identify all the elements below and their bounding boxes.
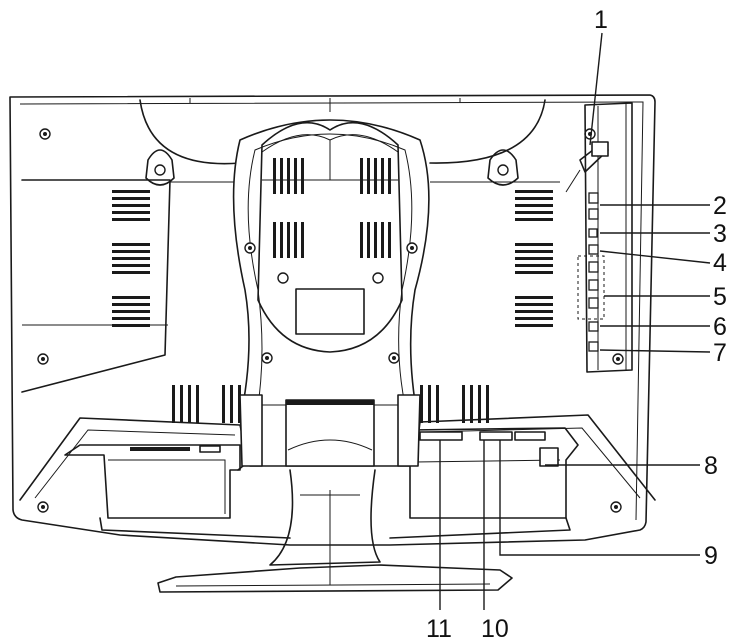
right-vent-grille-top [515, 190, 553, 221]
cabinet-screws [37, 128, 624, 513]
callout-labels: 1 2 3 4 5 6 7 8 9 10 11 [426, 6, 727, 643]
bottom-right-vents [420, 385, 489, 423]
port-2b [588, 208, 599, 220]
callout-7: 7 [713, 339, 727, 367]
callout-8: 8 [704, 452, 718, 480]
port-6 [588, 321, 599, 332]
callout-10: 10 [481, 615, 509, 643]
callout-6: 6 [713, 313, 727, 341]
port-5b [588, 279, 599, 291]
stand-neck [232, 119, 430, 467]
right-bottom-bay [389, 427, 579, 539]
callout-5: 5 [713, 283, 727, 311]
callout-3: 3 [713, 220, 727, 248]
left-panel [21, 179, 171, 393]
port-4 [588, 244, 599, 255]
right-vent-grille-middle [515, 243, 553, 274]
port-5c [588, 297, 599, 309]
port-7 [588, 341, 599, 352]
port-2a [588, 192, 599, 204]
port-3 [588, 228, 598, 238]
callout-4: 4 [713, 249, 727, 277]
callout-2: 2 [713, 192, 727, 220]
lower-housing [19, 417, 249, 501]
right-vent-grille-bottom [515, 296, 553, 327]
left-keyhole-mount [145, 149, 175, 186]
top-seam [139, 99, 241, 165]
stand-base [157, 469, 513, 593]
port-5a [588, 261, 599, 273]
left-vent-grille-bottom [112, 296, 150, 327]
left-vent-grille-middle [112, 243, 150, 274]
cabinet-outline [9, 94, 656, 546]
right-keyhole-mount [487, 149, 519, 186]
callout-leaders [439, 32, 711, 610]
callout-1: 1 [594, 6, 608, 34]
callout-9: 9 [704, 542, 718, 570]
left-vent-grille-top [112, 190, 150, 221]
bottom-left-vents [172, 385, 241, 423]
connector-panel [565, 102, 633, 373]
top-seam-right [429, 99, 546, 164]
left-bottom-bay [64, 444, 291, 539]
cabinet-inner-edge [19, 101, 644, 521]
callout-11: 11 [426, 615, 452, 643]
